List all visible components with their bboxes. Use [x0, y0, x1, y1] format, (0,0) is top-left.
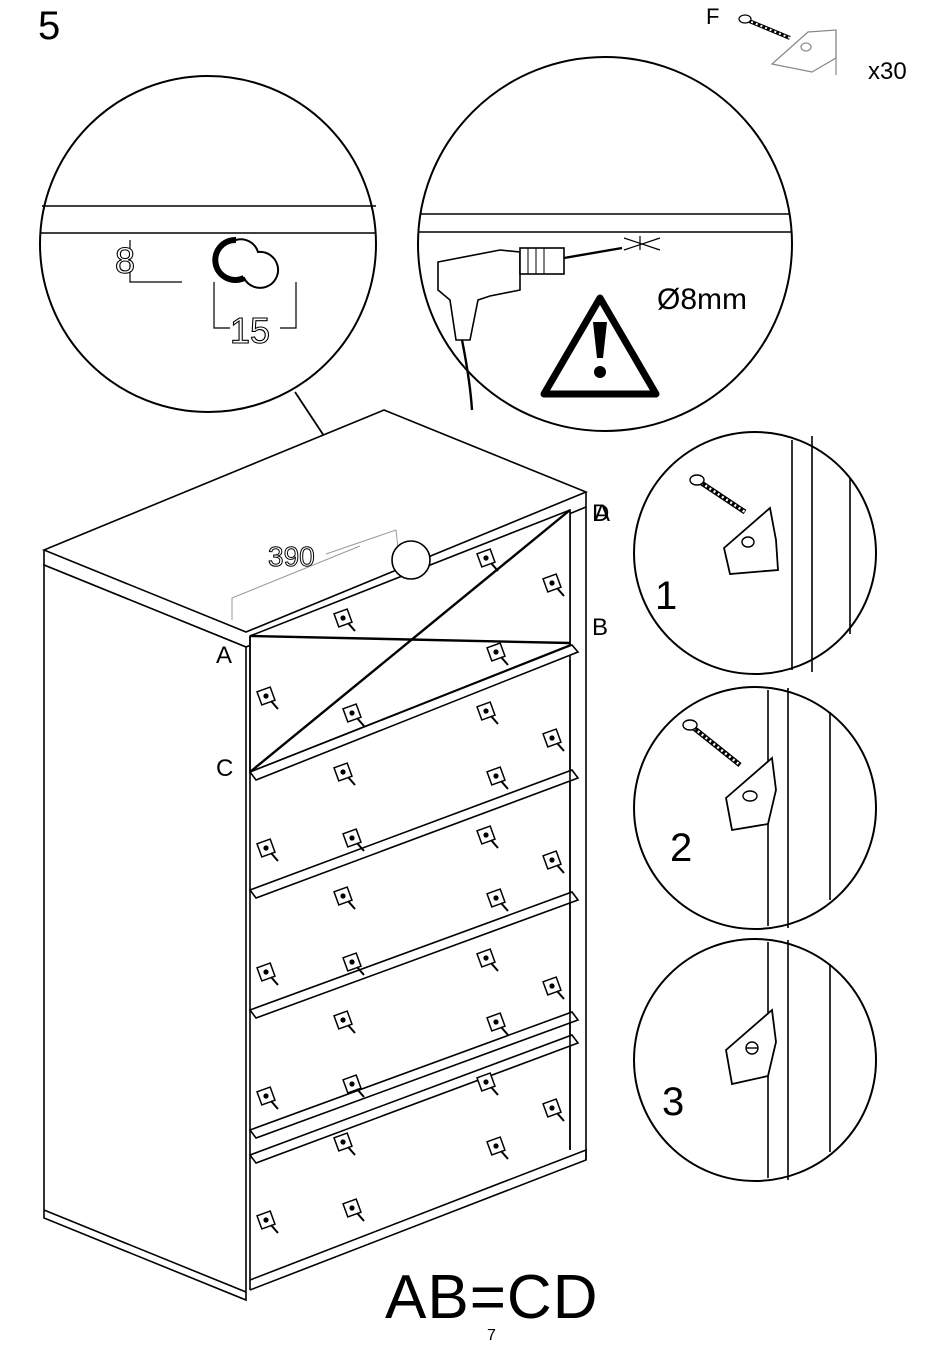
keyhole-dim-8: 8	[115, 240, 135, 281]
point-label-c: C	[216, 755, 233, 783]
drill-detail-circle	[418, 57, 792, 431]
substep-label-1: 1	[655, 574, 677, 619]
substep-circle-1	[634, 432, 876, 674]
page-number: 7	[487, 1327, 496, 1345]
keyhole-dim-15: 15	[230, 310, 270, 351]
point-label-a-left: A	[216, 642, 232, 670]
point-label-b: B	[592, 614, 608, 642]
substep-label-2: 2	[670, 826, 692, 871]
substep-circle-2	[634, 687, 876, 929]
point-label-a-right: A	[594, 500, 610, 528]
hardware-letter: F	[706, 4, 719, 30]
measurement-formula: AB=CD	[385, 1262, 598, 1333]
hardware-quantity: x30	[868, 58, 907, 86]
substep-label-3: 3	[662, 1080, 684, 1125]
drill-diameter: Ø8mm	[657, 283, 747, 317]
screw-and-bracket-icon	[739, 15, 836, 75]
cabinet-width-dim: 390	[268, 541, 315, 572]
step-number: 5	[38, 4, 60, 49]
substep-circle-3	[634, 939, 876, 1181]
chest-of-drawers	[44, 410, 586, 1300]
